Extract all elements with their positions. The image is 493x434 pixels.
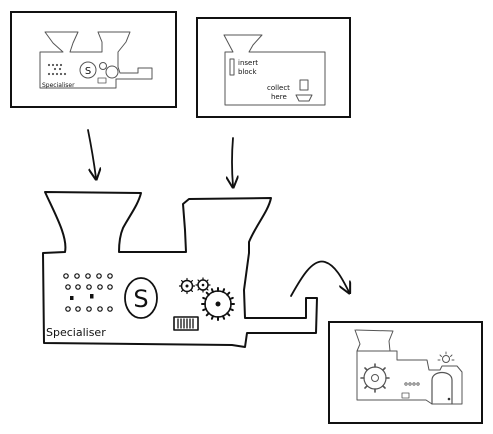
insert-text-line1: insert xyxy=(238,59,258,67)
arrow-instructions-to-machine xyxy=(232,137,233,186)
output-panel-door-knob xyxy=(447,397,451,401)
machine-outline xyxy=(42,191,318,348)
instruction-panel: insert block collect here xyxy=(196,17,351,118)
source-panel-machine-outline xyxy=(39,31,153,89)
output-panel-door xyxy=(431,371,453,405)
source-panel-gear-icon xyxy=(105,65,119,79)
s-emblem xyxy=(124,277,158,319)
output-panel-frame xyxy=(328,321,483,424)
arrow-source-to-machine xyxy=(87,129,96,178)
output-panel-machine-outline xyxy=(354,329,463,405)
grille-vent xyxy=(173,316,199,331)
output-panel-grille xyxy=(401,392,410,399)
specialiser-machine: S Specialiser xyxy=(42,191,318,348)
source-panel-s-emblem xyxy=(79,61,97,79)
output-panel-dots xyxy=(404,382,420,386)
source-panel: S Specialiser xyxy=(10,11,177,108)
collect-block-icon xyxy=(299,79,309,91)
indicator-squares xyxy=(70,294,94,300)
instruction-panel-frame xyxy=(196,17,351,118)
machine-label: Specialiser xyxy=(46,326,106,339)
source-panel-frame xyxy=(10,11,177,108)
indicator-light-icon xyxy=(437,351,455,363)
medium-gear-icon xyxy=(195,277,211,293)
source-panel-label: Specialiser xyxy=(42,82,75,89)
source-panel-grille xyxy=(97,77,107,84)
control-dot-grid xyxy=(63,273,113,312)
source-panel-small-gear-icon xyxy=(99,62,107,70)
insert-text-line2: block xyxy=(238,68,258,76)
arrow-machine-to-output xyxy=(290,260,349,297)
instruction-panel-hopper-outline xyxy=(223,34,326,106)
source-panel-dots xyxy=(47,63,67,76)
s-emblem-letter: S xyxy=(133,285,148,313)
output-panel-gear-icon xyxy=(360,363,390,393)
output-panel xyxy=(328,321,483,424)
collect-text-line1: collect xyxy=(267,84,290,92)
small-gear-icon xyxy=(178,277,196,295)
source-panel-s-letter: S xyxy=(85,66,91,77)
collect-tray-icon xyxy=(295,94,313,102)
insert-slot-icon xyxy=(229,58,235,76)
large-gear-icon xyxy=(201,287,235,321)
collect-text-line2: here xyxy=(271,93,287,101)
